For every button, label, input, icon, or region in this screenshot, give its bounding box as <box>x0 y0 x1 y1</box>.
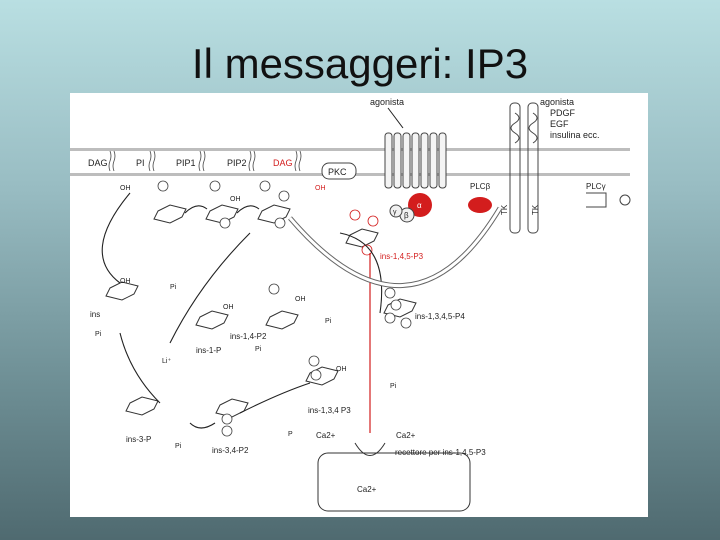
rtk-agonist-label: agonista <box>540 97 574 107</box>
ins-label: ins <box>90 310 100 319</box>
plcg-phosphate <box>619 194 631 206</box>
ins-34-p2-label: ins-3,4-P2 <box>212 446 249 455</box>
pip1-label: PIP1 <box>176 158 196 168</box>
ip3-pathway-figure: agonista agonista PDGF EGF insulina ecc.… <box>70 93 648 517</box>
p-release: P <box>288 431 293 438</box>
pkc-label: PKC <box>328 167 347 177</box>
plcb-label: PLCβ <box>470 182 491 191</box>
slide-title: Il messaggeri: IP3 <box>191 40 529 87</box>
calcium-store-label: Ca2+ <box>357 485 377 494</box>
calcium-in-label: Ca2+ <box>316 431 336 440</box>
insulin-label: insulina ecc. <box>550 130 600 140</box>
pathway-diagram: agonista agonista PDGF EGF insulina ecc.… <box>70 97 631 512</box>
oh-label-4: OH <box>223 304 234 311</box>
gpcr-receptor <box>384 132 447 189</box>
agonist-label: agonista <box>370 97 404 107</box>
oh-label-red: OH <box>315 185 326 192</box>
pathway-arrows <box>101 192 383 429</box>
pdgf-label: PDGF <box>550 108 576 118</box>
tyrosine-kinase-receptor <box>509 102 539 234</box>
ins-14-p2-label: ins-1,4-P2 <box>230 332 267 341</box>
regeneration-arrow-inner <box>288 207 502 287</box>
oh-label-2: OH <box>230 196 241 203</box>
tk-label-right: TK <box>531 204 540 215</box>
oh-label-6: OH <box>336 366 347 373</box>
ins-3-p-label: ins-3-P <box>126 435 151 444</box>
lithium-label: Li⁺ <box>162 358 171 365</box>
dag-label-red: DAG <box>273 158 293 168</box>
pi-release-6: Pi <box>175 443 182 450</box>
pi-release-5: Pi <box>390 383 397 390</box>
g-protein <box>389 193 492 223</box>
g-alpha-label: α <box>417 201 422 210</box>
plcg-label: PLCγ <box>586 182 606 191</box>
plcg-shape <box>586 192 607 208</box>
pi-release-3: Pi <box>255 346 262 353</box>
ip4-label: ins-1,3,4,5-P4 <box>415 312 465 321</box>
g-beta-label: β <box>404 211 409 220</box>
calcium-out-label: Ca2+ <box>396 431 416 440</box>
pi-release-2: Pi <box>325 318 332 325</box>
regeneration-arrow-outer <box>288 206 503 288</box>
oh-label-1: OH <box>120 185 131 192</box>
pkc-box <box>321 162 357 180</box>
pi-release-1: Pi <box>170 284 177 291</box>
oh-label-3: OH <box>120 278 131 285</box>
ip3-receptor <box>354 442 386 456</box>
lipid-tails <box>108 150 302 172</box>
phosphate-groups <box>157 180 412 437</box>
inositol-rings <box>105 204 417 418</box>
ip3-label: ins-1,4,5-P3 <box>380 252 424 261</box>
egf-label: EGF <box>550 119 569 129</box>
ins-1-p-label: ins-1-P <box>196 346 221 355</box>
pip2-label: PIP2 <box>227 158 247 168</box>
pi-release-4: Pi <box>95 331 102 338</box>
receptor-label: recettore per ins-1,4,5-P3 <box>395 448 486 457</box>
ins-134-p3-label: ins-1,3,4 P3 <box>308 406 351 415</box>
pi-label: PI <box>136 158 145 168</box>
oh-label-5: OH <box>295 296 306 303</box>
tk-label-left: TK <box>500 204 509 215</box>
er-compartment <box>317 452 471 512</box>
g-gamma-label: γ <box>393 209 397 216</box>
dag-label-left: DAG <box>88 158 108 168</box>
